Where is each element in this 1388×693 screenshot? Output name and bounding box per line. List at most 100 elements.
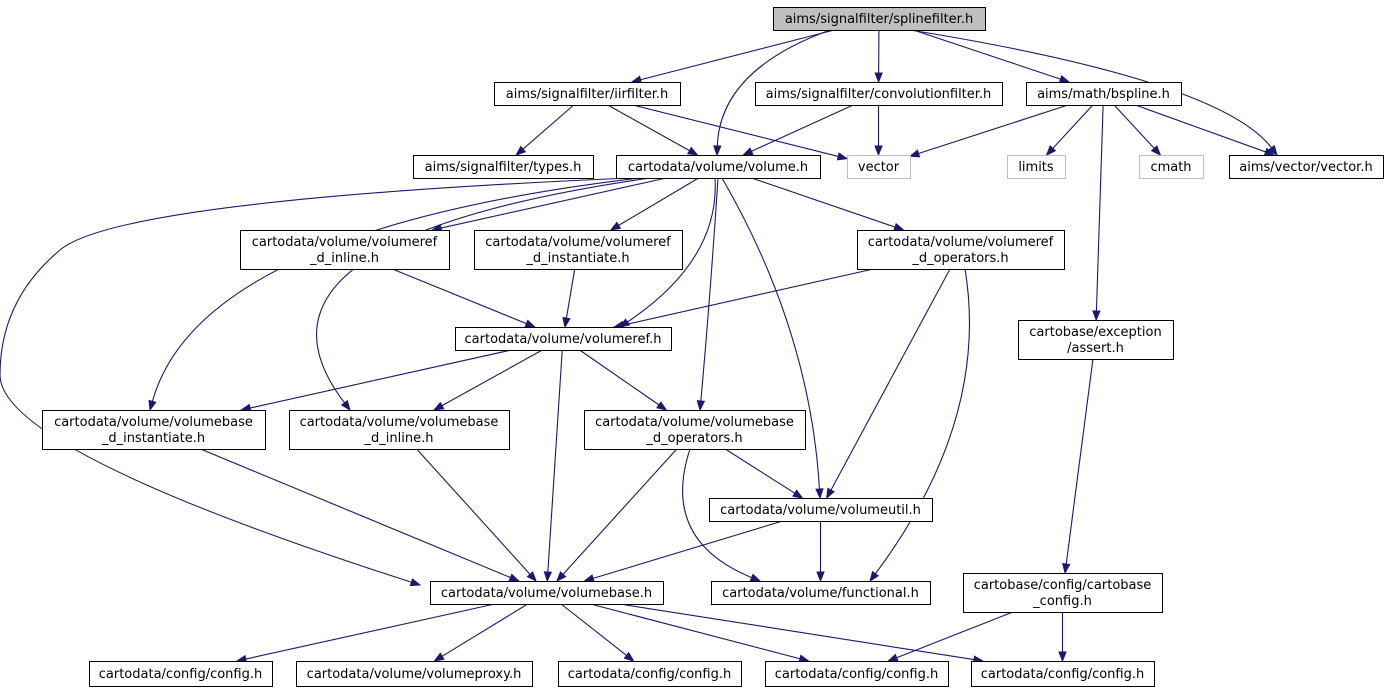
edge-arrowhead: [543, 571, 553, 583]
edge-bspline-to-assert: [1092, 104, 1104, 322]
edge-arrowhead: [869, 570, 880, 583]
edge-vr-operators-to-volumeutil: [826, 268, 951, 500]
edge-vb-operators-to-volumeutil: [724, 448, 804, 499]
edge-volume-to-vr-inline: [430, 177, 667, 233]
node-label-line: cartodata/volume/volumeref: [252, 235, 438, 250]
node-label-line: _d_instantiate.h: [101, 431, 205, 446]
edge-arrowhead: [815, 488, 824, 500]
node-iirfilter[interactable]: aims/signalfilter/iirfilter.h: [494, 82, 681, 106]
edge-iirfilter-to-volume: [607, 104, 699, 156]
node-box: [1229, 155, 1384, 179]
edge-volume-to-vr-instantiate: [609, 177, 699, 231]
nodes-layer: aims/signalfilter/splinefilter.h aims/sig…: [42, 7, 1384, 687]
edge-arrowhead: [696, 400, 706, 412]
edge-arrowhead: [409, 578, 422, 587]
edge-arrowhead: [556, 571, 567, 583]
edge-volume-to-vb-instantiate: [148, 177, 641, 412]
node-volumeutil[interactable]: cartodata/volume/volumeutil.h: [709, 498, 933, 522]
edge-volumebase-to-volumeproxy: [433, 603, 528, 662]
edge-line: [245, 603, 495, 660]
edge-line: [700, 177, 719, 402]
node-label-line: cmath: [1150, 160, 1191, 175]
edge-line: [1052, 104, 1094, 149]
edge-line: [721, 177, 821, 490]
edge-line: [716, 29, 831, 147]
node-config2[interactable]: cartodata/config/config.h: [558, 661, 742, 687]
edge-assert-to-cartobase-config: [1062, 358, 1094, 575]
edge-line: [522, 104, 575, 150]
edge-vr-operators-to-volumeref: [613, 268, 874, 330]
edge-arrowhead: [836, 152, 849, 161]
edge-arrowhead: [433, 652, 445, 662]
node-box: [289, 410, 510, 450]
node-volumeref[interactable]: cartodata/volume/volumeref.h: [455, 327, 672, 351]
node-label-line: _d_instantiate.h: [525, 251, 629, 266]
edge-line: [918, 104, 1069, 155]
edge-splinefilter-to-iirfilter: [630, 29, 835, 84]
edge-arrowhead: [1062, 563, 1071, 575]
node-aimsvector[interactable]: aims/vector/vector.h: [1229, 155, 1384, 179]
edge-line: [562, 448, 678, 575]
edge-arrowhead: [792, 489, 804, 499]
node-config3[interactable]: cartodata/config/config.h: [765, 661, 949, 687]
node-vector: vector: [847, 155, 911, 179]
edge-vb-operators-to-volumebase: [556, 448, 678, 583]
node-config4[interactable]: cartodata/config/config.h: [971, 661, 1155, 687]
node-convolutionfilter[interactable]: aims/signalfilter/convolutionfilter.h: [755, 82, 1003, 106]
edge-iirfilter-to-types: [515, 104, 575, 156]
node-types[interactable]: aims/signalfilter/types.h: [413, 155, 594, 179]
node-label-line: cartodata/volume/volumeutil.h: [720, 503, 921, 518]
node-label-line: cartodata/volume/volumebase: [300, 415, 499, 430]
node-config1[interactable]: cartodata/config/config.h: [89, 661, 273, 687]
node-box: [413, 155, 594, 179]
edge-volumeutil-to-volumebase: [583, 520, 783, 583]
edge-line: [874, 268, 970, 575]
node-volume[interactable]: cartodata/volume/volume.h: [616, 155, 821, 179]
edge-volumeref-to-volumebase: [543, 349, 563, 583]
edge-cartobase-config-to-config3: [887, 611, 1014, 662]
edge-line: [830, 268, 951, 491]
node-splinefilter[interactable]: aims/signalfilter/splinefilter.h: [773, 7, 986, 31]
node-vb-inline[interactable]: cartodata/volume/volumebase_d_inline.h: [289, 410, 510, 450]
node-label-line: _d_inline.h: [364, 431, 434, 446]
node-assert[interactable]: cartobase/exception/assert.h: [1018, 320, 1174, 360]
edge-line: [913, 29, 1061, 80]
node-box: [1007, 155, 1066, 179]
node-box: [963, 573, 1163, 613]
edge-volumeref-to-vb-inline: [432, 349, 543, 411]
node-label-line: cartobase/exception: [1029, 325, 1161, 340]
node-vr-operators[interactable]: cartodata/volume/volumeref_d_operators.h: [857, 230, 1065, 270]
edge-line: [627, 177, 716, 323]
node-box: [240, 230, 450, 270]
edge-line: [590, 603, 801, 660]
node-cartobase-config[interactable]: cartobase/config/cartobase_config.h: [963, 573, 1163, 613]
node-volumebase[interactable]: cartodata/volume/volumebase.h: [430, 581, 664, 605]
node-volumeproxy[interactable]: cartodata/volume/volumeproxy.h: [296, 661, 533, 687]
node-vb-instantiate[interactable]: cartodata/volume/volumebase_d_instantiat…: [42, 410, 266, 450]
node-box: [1026, 82, 1182, 106]
edge-line: [316, 177, 651, 404]
edge-line: [682, 448, 752, 579]
node-box: [709, 498, 933, 522]
node-functional[interactable]: cartodata/volume/functional.h: [711, 581, 931, 605]
edge-bspline-to-vector: [908, 104, 1069, 158]
node-vr-instantiate[interactable]: cartodata/volume/volumeref_d_instantiate…: [474, 230, 683, 270]
node-box: [430, 581, 664, 605]
edge-arrowhead: [524, 319, 537, 328]
edge-line: [151, 177, 641, 402]
node-bspline[interactable]: aims/math/bspline.h: [1026, 82, 1182, 106]
edge-vb-operators-to-functional: [682, 448, 762, 582]
node-vr-inline[interactable]: cartodata/volume/volumeref_d_inline.h: [240, 230, 450, 270]
edge-line: [632, 104, 839, 157]
node-label-line: cartodata/volume/functional.h: [722, 586, 919, 601]
edge-arrowhead: [1150, 145, 1162, 157]
edge-arrowhead: [148, 399, 157, 412]
node-label-line: aims/signalfilter/splinefilter.h: [785, 12, 973, 27]
edge-line: [1135, 104, 1266, 153]
edge-splinefilter-to-convolutionfilter: [874, 29, 883, 84]
edge-arrowhead: [874, 145, 883, 157]
edge-line: [751, 177, 896, 228]
edge-splinefilter-to-bspline: [913, 29, 1071, 84]
node-vb-operators[interactable]: cartodata/volume/volumebase_d_operators.…: [584, 410, 806, 450]
